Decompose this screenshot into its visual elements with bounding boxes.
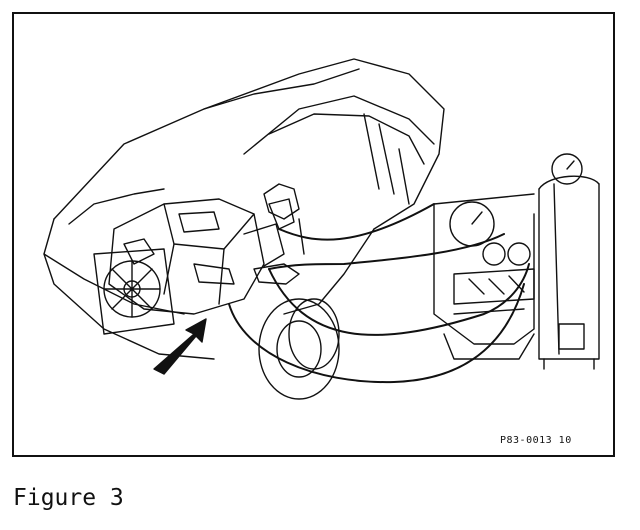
arrow-indicator: [153, 318, 207, 375]
pressure-gauge-icon: [449, 201, 495, 247]
fan-icon: [93, 248, 175, 335]
figure-caption: Figure 3: [13, 485, 124, 511]
pressure-gauge-icon: [507, 242, 531, 266]
illustration-frame: P83-0013 10: [12, 12, 615, 457]
service-station: [433, 193, 535, 360]
hose-line: [228, 203, 530, 384]
car-body: [43, 58, 445, 360]
engine-block: [108, 198, 295, 315]
gas-cylinder-icon: [538, 153, 600, 370]
front-wheel: [258, 298, 340, 400]
technical-illustration: [43, 58, 600, 400]
pressure-gauge-icon: [482, 242, 506, 266]
connector-fittings: [253, 183, 305, 285]
figure-reference-code: P83-0013 10: [500, 435, 572, 446]
